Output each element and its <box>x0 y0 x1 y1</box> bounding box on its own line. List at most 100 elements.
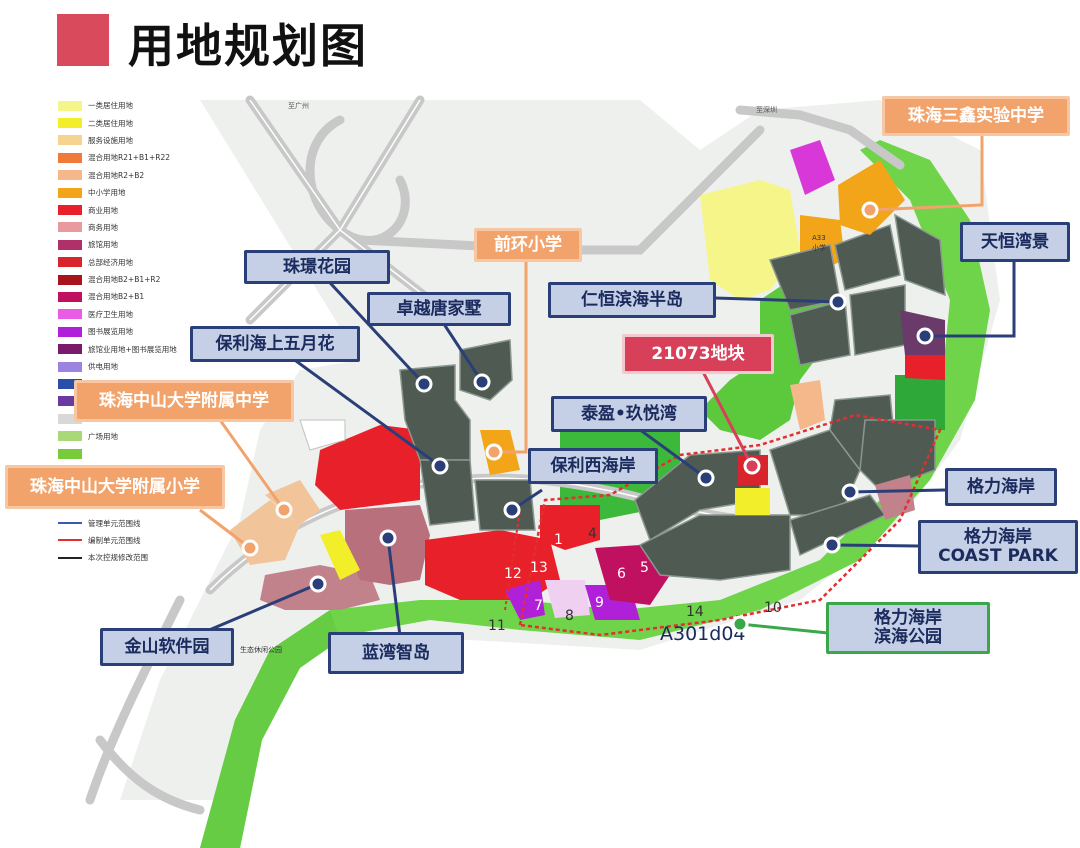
legend-item: 商务用地 <box>58 219 208 236</box>
mixed-r2-b2 <box>790 380 825 430</box>
plot-num: 14 <box>686 604 704 620</box>
legend-label: 管理单元范围线 <box>88 518 141 528</box>
legend-item: 混合用地R21+B1+R22 <box>58 149 208 166</box>
legend-item: 中小学用地 <box>58 184 208 201</box>
legend-label: 广场用地 <box>88 431 118 441</box>
legend-label: 本次控规修改范围 <box>88 553 148 563</box>
commercial-south-b <box>540 505 600 550</box>
legend-label: 编制单元范围线 <box>88 535 141 545</box>
coast-park-line2: COAST PARK <box>938 546 1058 566</box>
marker-jinshan <box>309 575 327 593</box>
legend-swatch <box>58 291 82 302</box>
coast-park-line1: 格力海岸 <box>964 527 1032 547</box>
legend-item: 商业用地 <box>58 201 208 218</box>
marker-coast-park <box>823 536 841 554</box>
legend-item <box>58 375 208 392</box>
legend-swatch <box>58 361 82 372</box>
label-plot-21073: 21073地块 <box>622 334 774 374</box>
marker-tianheng <box>916 327 934 345</box>
label-geli-binhai-park: 格力海岸 滨海公园 <box>826 602 990 654</box>
sanxin-school-plot <box>838 160 905 235</box>
label-geli-haian: 格力海岸 <box>945 468 1057 506</box>
label-zhuhai-sanxin: 珠海三鑫实验中学 <box>882 96 1070 136</box>
legend-swatch <box>58 556 82 559</box>
plot-num: 5 <box>640 560 649 576</box>
marker-baoli-wuyue <box>431 457 449 475</box>
label-qianhuan: 前环小学 <box>474 228 582 262</box>
commercial-west <box>315 425 420 510</box>
legend-item: 管理单元范围线 <box>58 514 208 531</box>
label-baoli-wuyue: 保利海上五月花 <box>190 326 360 362</box>
plot-num: 8 <box>565 608 574 624</box>
legend-swatch <box>58 118 82 129</box>
callout-lines-orange <box>199 126 984 550</box>
legend-item: 供电用地 <box>58 358 208 375</box>
legend-item: 广场用地 <box>58 427 208 444</box>
binhai-park-line2: 滨海公园 <box>874 627 942 647</box>
plot-num: 7 <box>534 598 543 614</box>
legend-label: 旅馆业用地+图书展览用地 <box>88 344 177 354</box>
legend-swatch <box>58 135 82 146</box>
legend-swatch <box>58 396 82 407</box>
plot-num: 4 <box>588 526 597 542</box>
label-zhujing: 珠璟花园 <box>244 250 390 284</box>
legend-label: 医疗卫生用地 <box>88 309 133 319</box>
label-jinshan: 金山软件园 <box>100 628 234 666</box>
plot-num: 1 <box>554 532 563 548</box>
legend-item: 二类居住用地 <box>58 114 208 131</box>
green-east-park <box>895 375 945 430</box>
green-park-west <box>200 610 340 848</box>
legend-label: 混合用地B2+B1 <box>88 292 145 302</box>
plot-num: 6 <box>617 566 626 582</box>
label-zsda-middle: 珠海中山大学附属中学 <box>74 380 294 422</box>
label-baoli-xihaian: 保利西海岸 <box>528 448 658 484</box>
school-a33-text: A33 <box>812 234 826 242</box>
legend-swatch <box>58 170 82 181</box>
legend-item: 总部经济用地 <box>58 254 208 271</box>
marker-zhuoyue <box>473 373 491 391</box>
plot-num: 11 <box>488 618 506 634</box>
legend-label: 混合用地R21+B1+R22 <box>88 153 170 163</box>
binhai-park-line1: 格力海岸 <box>874 608 942 628</box>
legend-item: 混合用地B2+B1 <box>58 288 208 305</box>
label-lanwan: 蓝湾智岛 <box>328 632 464 674</box>
legend-swatch <box>58 257 82 268</box>
legend-label: 旅馆用地 <box>88 240 118 250</box>
commercial-south <box>425 530 560 600</box>
zsda-middle-plot <box>265 480 320 525</box>
legend-label: 供电用地 <box>88 362 118 372</box>
medical-plot <box>790 140 835 195</box>
marker-geli-haian <box>841 483 859 501</box>
legend-swatch <box>58 344 82 355</box>
legend-swatch <box>58 239 82 250</box>
plot-8 <box>545 580 590 618</box>
legend-label: 中小学用地 <box>88 188 126 198</box>
legend-label: 商业用地 <box>88 205 118 215</box>
legend-swatch <box>58 222 82 233</box>
exhibition-7 <box>505 580 545 620</box>
r2-strip <box>320 530 360 580</box>
plot-num: 9 <box>595 595 604 611</box>
legend-swatch <box>58 309 82 320</box>
legend-label: 混合用地B2+B1+R2 <box>88 275 161 285</box>
plot-numbers: 1 4 5 6 7 8 9 10 11 12 13 14 <box>488 526 782 634</box>
legend-item: 混合用地R2+B2 <box>58 167 208 184</box>
legend-label: 混合用地R2+B2 <box>88 170 145 180</box>
marker-zsda-middle <box>275 501 293 519</box>
legend-item <box>58 445 208 462</box>
marker-dots <box>241 201 934 633</box>
legend-item: 编制单元范围线 <box>58 532 208 549</box>
legend-swatch <box>58 522 82 525</box>
marker-qianhuan <box>485 443 503 461</box>
callout-line-red <box>698 365 754 467</box>
page-title: 用地规划图 <box>128 19 368 73</box>
legend-item: 本次控规修改范围 <box>58 549 208 566</box>
special-land <box>299 419 346 451</box>
commercial-east <box>905 355 945 380</box>
marker-baoli-xihaian <box>503 501 521 519</box>
legend-swatch <box>58 326 82 337</box>
legend-item: 一类居住用地 <box>58 97 208 114</box>
legend-label: 图书展览用地 <box>88 327 133 337</box>
legend-label: 商务用地 <box>88 222 118 232</box>
marker-zsda-primary <box>241 539 259 557</box>
